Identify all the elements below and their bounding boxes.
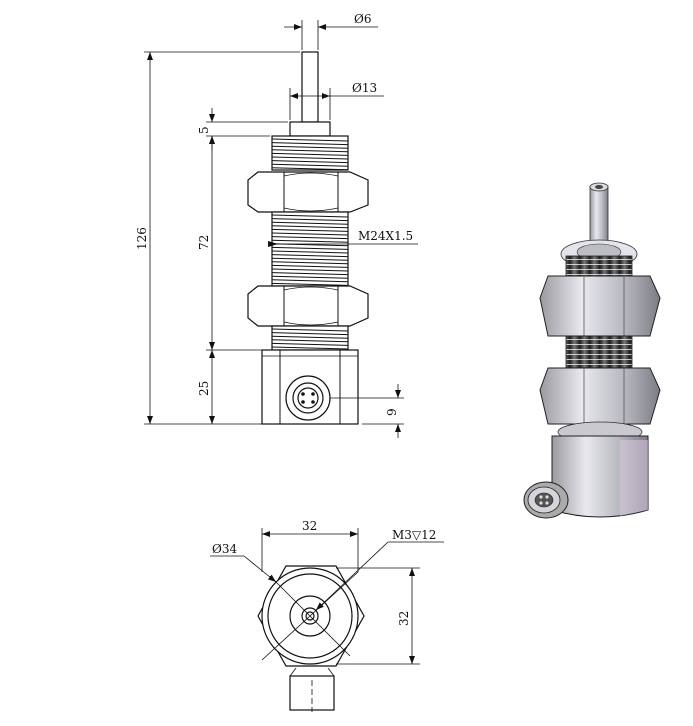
- lower-nut: [247, 285, 369, 327]
- lower-thread: [271, 325, 349, 351]
- dim-overall-length: 126: [135, 227, 149, 250]
- dim-body-height: 25: [197, 381, 211, 396]
- bottom-dimensions: 32 32 Ø34 M3▽12: [210, 519, 444, 665]
- dim-bottom-height: 32: [397, 611, 411, 626]
- upper-thread: [271, 135, 349, 171]
- middle-thread: [271, 211, 349, 287]
- dim-mount-hole: M3▽12: [392, 528, 436, 542]
- front-view: [247, 51, 369, 425]
- dim-collar-diameter: Ø13: [352, 81, 377, 95]
- bottom-view: [257, 565, 365, 712]
- isometric-render: [523, 182, 661, 519]
- connector: [285, 375, 331, 421]
- dim-thread-spec: M24X1.5: [358, 229, 413, 243]
- dim-connector-offset: 9: [385, 408, 399, 416]
- collar: [289, 121, 331, 137]
- dim-shaft-diameter: Ø6: [354, 12, 371, 26]
- dim-bottom-diameter: Ø34: [212, 542, 237, 556]
- shaft: [301, 51, 319, 123]
- dim-bottom-width: 32: [302, 519, 317, 533]
- upper-nut: [247, 171, 369, 213]
- dim-thread-length: 72: [197, 235, 211, 250]
- front-dimensions: Ø6 Ø13 126 5 72 25 M24X1.5 9: [135, 12, 418, 438]
- dim-collar-height: 5: [197, 126, 211, 134]
